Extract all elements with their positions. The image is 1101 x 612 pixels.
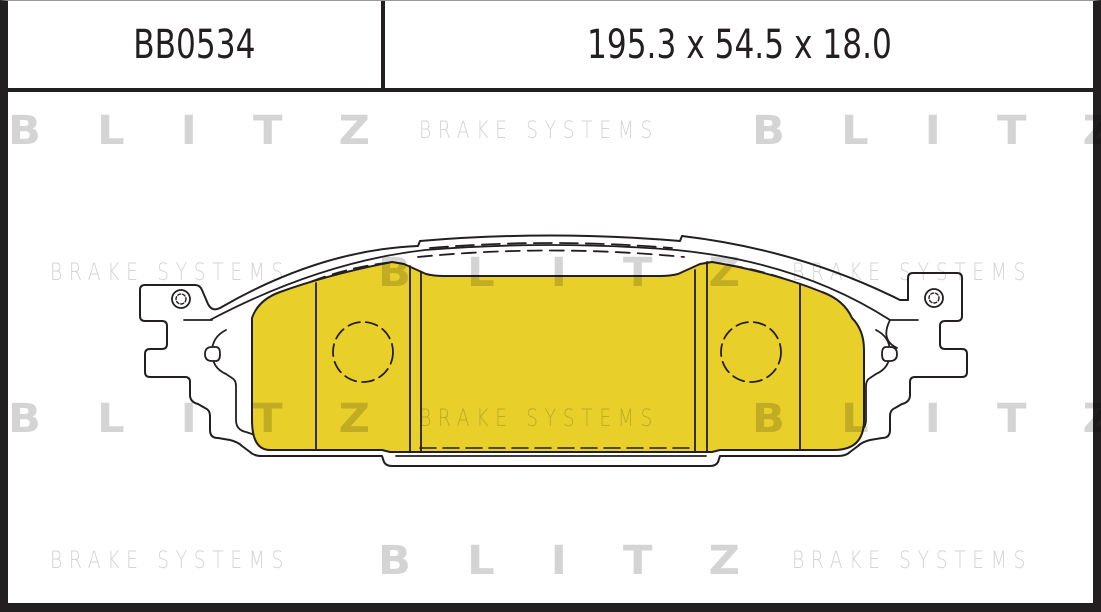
watermark-brake-systems: BRAKE SYSTEMS [792, 546, 1033, 574]
watermark-brake-systems: BRAKE SYSTEMS [419, 116, 660, 144]
watermark-blitz: BLITZ [8, 108, 427, 154]
watermark-blitz: BLITZ [378, 538, 797, 584]
watermark-brake-systems: BRAKE SYSTEMS [419, 404, 660, 432]
rivet-circle-right [720, 321, 782, 383]
watermark-brake-systems: BRAKE SYSTEMS [50, 546, 291, 574]
watermark-blitz: BLITZ [752, 108, 1101, 154]
watermark-blitz: BLITZ [378, 250, 797, 296]
ear-hole-left [171, 289, 191, 309]
ear-hole-right [924, 288, 944, 308]
dimensions-cell: 195.3 x 54.5 x 18.0 [385, 1, 1093, 88]
rivet-circle-left [332, 321, 394, 383]
backing-plate-inner-line [183, 244, 919, 349]
part-number: BB0534 [133, 21, 256, 68]
dimensions: 195.3 x 54.5 x 18.0 [586, 21, 892, 68]
slot-right [881, 346, 898, 362]
watermark-blitz: BLITZ [752, 396, 1101, 442]
part-number-cell: BB0534 [8, 1, 385, 88]
friction-material [251, 261, 865, 453]
watermark-brake-systems: BRAKE SYSTEMS [50, 258, 291, 286]
header-bar: BB0534 195.3 x 54.5 x 18.0 [8, 1, 1093, 92]
watermark-blitz: BLITZ [8, 396, 427, 442]
watermark-brake-systems: BRAKE SYSTEMS [792, 258, 1033, 286]
slot-left [204, 346, 221, 362]
